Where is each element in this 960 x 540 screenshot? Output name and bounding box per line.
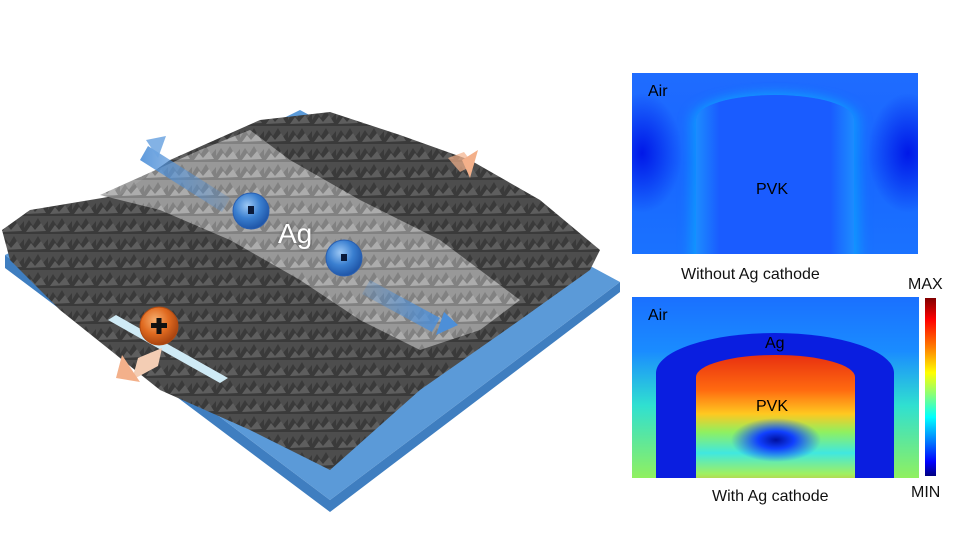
negative-charge-icon [325,239,363,277]
field-map-with-ag: Air Ag PVK [632,297,919,478]
positive-charge-icon [139,306,179,346]
air-label: Air [648,307,668,324]
arrow-bottom-left-orange-icon [116,348,162,382]
field-map-without-ag: Air PVK [632,73,918,254]
pvk-region [696,95,854,254]
ag-label: Ag [765,335,785,352]
pvk-region [696,355,855,478]
perovskite-film [2,112,600,470]
caption-with-ag: With Ag cathode [712,488,829,505]
colorbar [925,298,936,476]
negative-charge-icon [232,192,270,230]
ag-label: Ag [278,218,313,249]
caption-without-ag: Without Ag cathode [681,266,820,283]
pvk-label: PVK [756,181,789,198]
arrow-right-blue-icon [362,280,458,335]
colorbar-min-label: MIN [911,484,941,501]
arrow-top-right-orange-icon [448,150,478,178]
device-illustration [2,110,620,512]
arrow-left-blue-icon [140,136,230,212]
colorbar-max-label: MAX [908,276,943,293]
transparent-electrode [108,315,228,383]
pvk-label: PVK [756,398,789,415]
air-label: Air [648,83,668,100]
